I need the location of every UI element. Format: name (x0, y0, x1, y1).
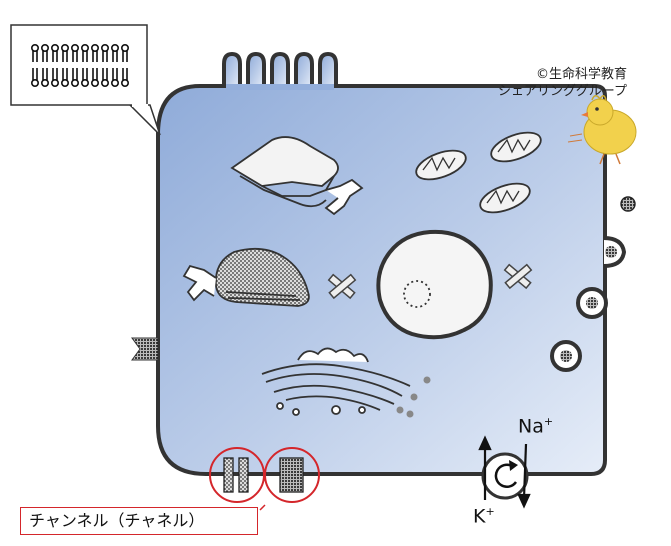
na-charge: + (544, 415, 553, 428)
k-charge: + (485, 505, 494, 518)
credit-line-2: シェアリンググループ (498, 83, 627, 100)
k-symbol: K (473, 505, 485, 527)
channel-label: チャンネル（チャネル） (20, 507, 258, 535)
channel-leader-line (260, 505, 265, 510)
k-ion-label: K+ (473, 505, 495, 527)
microvilli (224, 54, 336, 87)
na-symbol: Na (518, 415, 544, 437)
copyright-credit: ©生命科学教育 シェアリンググループ (498, 66, 627, 100)
membrane-receptor (132, 338, 158, 360)
credit-line-1: ©生命科学教育 (498, 66, 627, 83)
na-ion-label: Na+ (518, 415, 553, 437)
nucleus (378, 232, 490, 337)
rotary-pump-icon (483, 454, 527, 498)
lipid-bilayer-callout (11, 25, 160, 135)
